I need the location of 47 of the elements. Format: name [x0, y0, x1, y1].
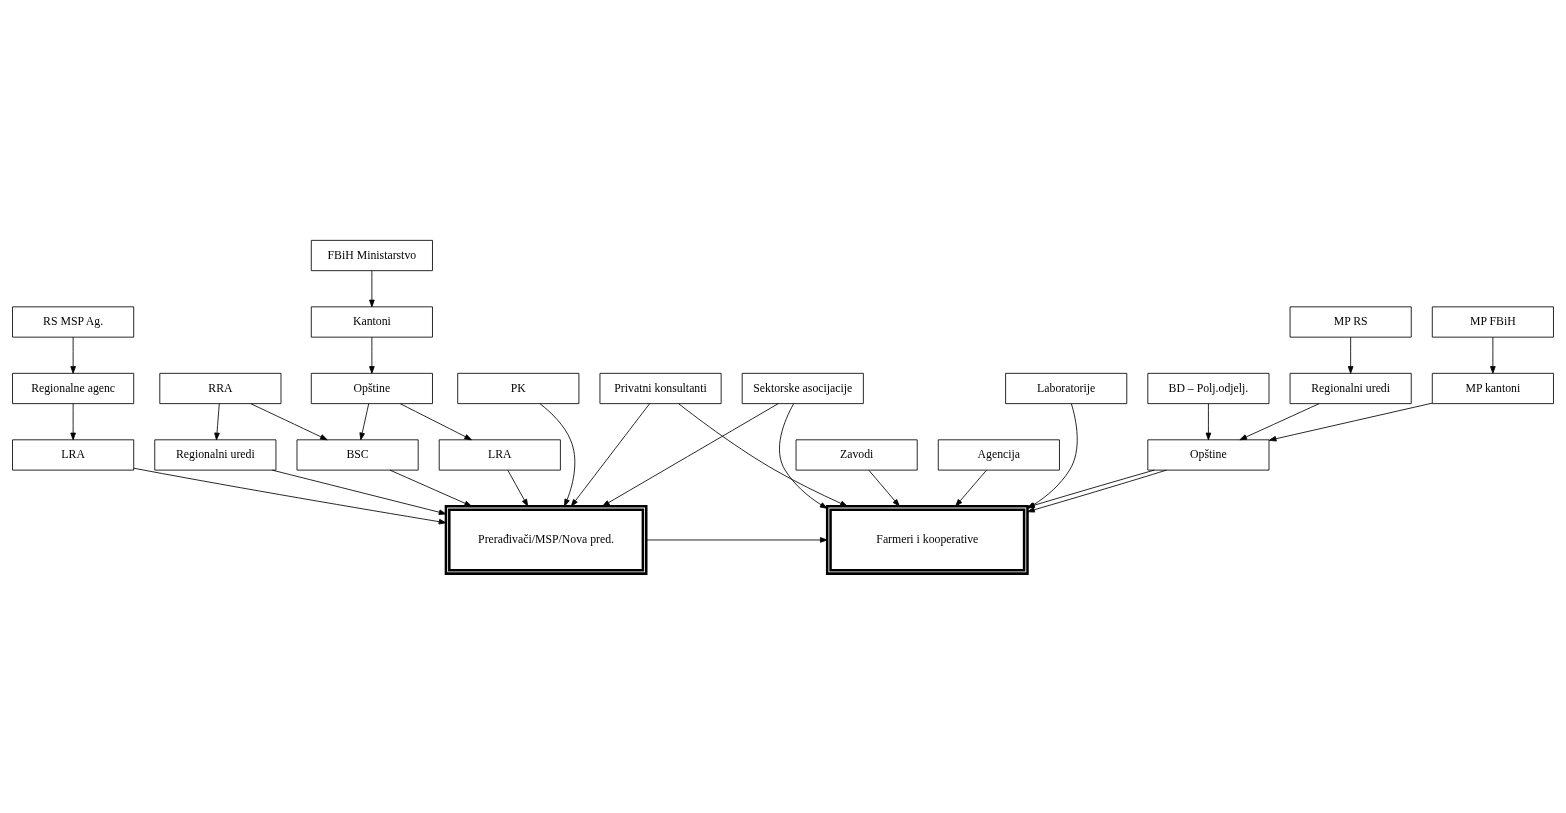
node-box: MP FBiH [1431, 305, 1554, 338]
node-box: Regionalni uredi [154, 438, 277, 471]
node-box: Kantoni [310, 305, 433, 338]
arrow [645, 536, 828, 543]
node-box: MP kantoni [1431, 372, 1554, 404]
arrow [399, 402, 472, 440]
node-box: MP RS [1289, 305, 1412, 338]
arrow [70, 402, 76, 440]
node-box: RRA [159, 372, 282, 404]
arrow [570, 402, 650, 507]
node-box: RS MSP Ag. [12, 305, 135, 338]
node-box: BD – Polj.odjelj. [1147, 372, 1270, 404]
arrow [359, 402, 370, 440]
node-box: LRA [12, 438, 135, 471]
arrow [955, 469, 987, 507]
node-box: Opštine [1147, 438, 1270, 471]
node-box: FBiH Ministarstvo [310, 239, 433, 271]
arrow [389, 469, 472, 507]
arrow [214, 402, 220, 440]
arrow [602, 402, 779, 507]
node-box: Zavodi [795, 438, 918, 471]
arrow [271, 469, 447, 515]
node-box: Regionalni uredi [1289, 372, 1412, 404]
arrow [779, 402, 828, 509]
arrow [507, 469, 529, 507]
arrow [868, 469, 900, 507]
arrow [1239, 402, 1320, 440]
arrow [250, 402, 328, 440]
node-box: Laboratorije [1005, 372, 1128, 404]
arrow [133, 467, 447, 524]
node-box: BSC [296, 438, 419, 471]
arrow [678, 402, 848, 507]
node-box: Agencija [937, 438, 1060, 471]
node-box: Sektorske asocijacije [741, 372, 864, 404]
arrow [1205, 402, 1212, 440]
arrow [369, 269, 375, 307]
node-box: Regionalne agenc [12, 372, 135, 404]
arrow [1268, 402, 1433, 441]
arrow [539, 402, 576, 506]
node-box: LRA [438, 438, 561, 471]
arrow [1347, 336, 1354, 374]
node-box: Opštine [310, 372, 433, 404]
node-box: PK [457, 372, 580, 404]
arrow [70, 336, 76, 374]
arrow [369, 336, 375, 374]
arrow [1490, 336, 1496, 374]
node-box: Privatni konsultanti [599, 372, 722, 404]
